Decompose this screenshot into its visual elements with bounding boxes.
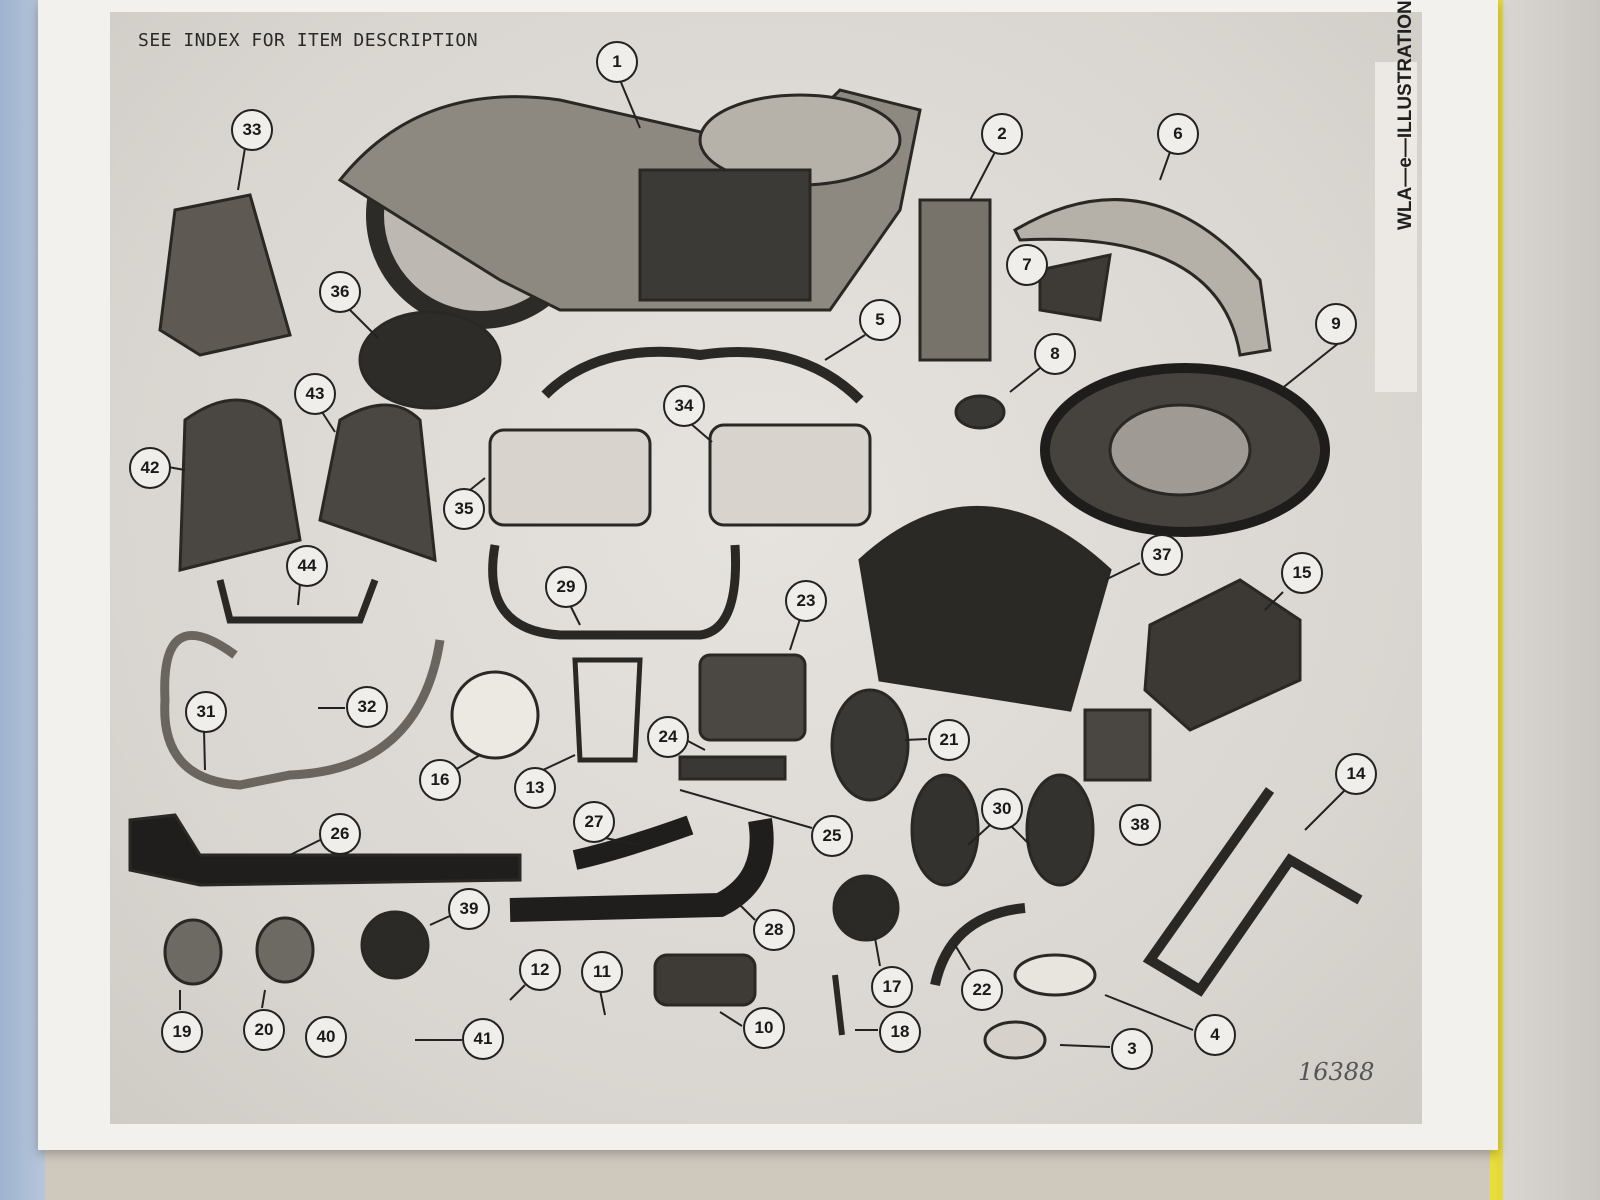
saddle-bag-left — [488, 428, 652, 527]
saddle — [358, 310, 502, 410]
book-edge-right — [1490, 0, 1600, 1200]
saddle-bag-right — [708, 423, 872, 527]
callout-18: 18 — [879, 1011, 921, 1053]
callout-33: 33 — [231, 109, 273, 151]
callout-26: 26 — [319, 813, 361, 855]
callout-43: 43 — [294, 373, 336, 415]
leader-lines — [167, 79, 1346, 1048]
callout-23: 23 — [785, 580, 827, 622]
callout-38: 38 — [1119, 804, 1161, 846]
rod-18 — [832, 974, 845, 1036]
front-fork — [918, 198, 992, 362]
muffler — [128, 813, 522, 887]
footboard-left — [910, 773, 980, 887]
headlamp-bracket — [572, 657, 643, 763]
horn — [698, 653, 807, 742]
callout-42: 42 — [129, 447, 171, 489]
callout-13: 13 — [514, 767, 556, 809]
bracket-44 — [216, 578, 379, 624]
engine — [638, 168, 812, 302]
callout-12: 12 — [519, 949, 561, 991]
wheel-hub — [1108, 403, 1252, 497]
windshield — [858, 506, 1112, 712]
callout-17: 17 — [871, 966, 913, 1008]
callout-31: 31 — [185, 691, 227, 733]
headlamp-lens — [450, 670, 540, 760]
kick-lever-22 — [930, 903, 1026, 987]
callout-11: 11 — [581, 951, 623, 993]
callout-29: 29 — [545, 566, 587, 608]
callout-30: 30 — [981, 788, 1023, 830]
callout-37: 37 — [1141, 534, 1183, 576]
callout-5: 5 — [859, 299, 901, 341]
callout-24: 24 — [647, 716, 689, 758]
callout-28: 28 — [753, 909, 795, 951]
luggage-rack — [158, 193, 292, 357]
callout-20: 20 — [243, 1009, 285, 1051]
callout-9: 9 — [1315, 303, 1357, 345]
battery-box — [1143, 578, 1302, 732]
handlebar — [541, 346, 864, 404]
callout-14: 14 — [1335, 753, 1377, 795]
callout-27: 27 — [573, 801, 615, 843]
callout-8: 8 — [1034, 333, 1076, 375]
exhaust-pipe-27 — [572, 815, 694, 870]
exhaust-pipe-28 — [509, 818, 774, 922]
callout-19: 19 — [161, 1011, 203, 1053]
carburetor — [653, 953, 757, 1007]
brake-assembly — [954, 394, 1006, 430]
callout-15: 15 — [1281, 552, 1323, 594]
crash-bar-rear — [160, 631, 445, 790]
callout-35: 35 — [443, 488, 485, 530]
callout-6: 6 — [1157, 113, 1199, 155]
leg-shield-right — [318, 403, 437, 563]
callout-44: 44 — [286, 545, 328, 587]
callout-4: 4 — [1194, 1014, 1236, 1056]
stand — [1142, 787, 1363, 997]
callout-3: 3 — [1111, 1028, 1153, 1070]
callout-10: 10 — [743, 1007, 785, 1049]
side-title-box — [1375, 62, 1417, 392]
callout-1: 1 — [596, 41, 638, 83]
plate-38 — [1083, 708, 1152, 782]
callout-40: 40 — [305, 1016, 347, 1058]
callout-39: 39 — [448, 888, 490, 930]
callout-25: 25 — [811, 815, 853, 857]
lamp-20 — [255, 916, 315, 984]
crash-bar-front — [488, 544, 741, 640]
tool-box-cover — [830, 688, 910, 802]
callout-34: 34 — [663, 385, 705, 427]
front-fender — [1013, 198, 1272, 357]
header-note: SEE INDEX FOR ITEM DESCRIPTION — [138, 30, 479, 51]
callout-22: 22 — [961, 969, 1003, 1011]
callout-41: 41 — [462, 1018, 504, 1060]
lamp-body-39 — [360, 910, 430, 980]
lens-3 — [983, 1020, 1047, 1060]
siren-17 — [832, 874, 900, 942]
lamp-19 — [163, 918, 223, 986]
callout-36: 36 — [319, 271, 361, 313]
footboard-right — [1025, 773, 1095, 887]
callout-16: 16 — [419, 759, 461, 801]
illustration-title: WLA—e—ILLUSTRATION G. — [1395, 0, 1416, 230]
callout-21: 21 — [928, 719, 970, 761]
tube-24 — [678, 755, 787, 781]
callout-7: 7 — [1006, 244, 1048, 286]
book-edge-left — [0, 0, 45, 1200]
fender-bracket — [1038, 253, 1112, 322]
handwritten-note: 16388 — [1298, 1058, 1375, 1086]
lens-4 — [1013, 953, 1097, 997]
callout-32: 32 — [346, 686, 388, 728]
leg-shield-left — [178, 398, 302, 572]
callout-2: 2 — [981, 113, 1023, 155]
